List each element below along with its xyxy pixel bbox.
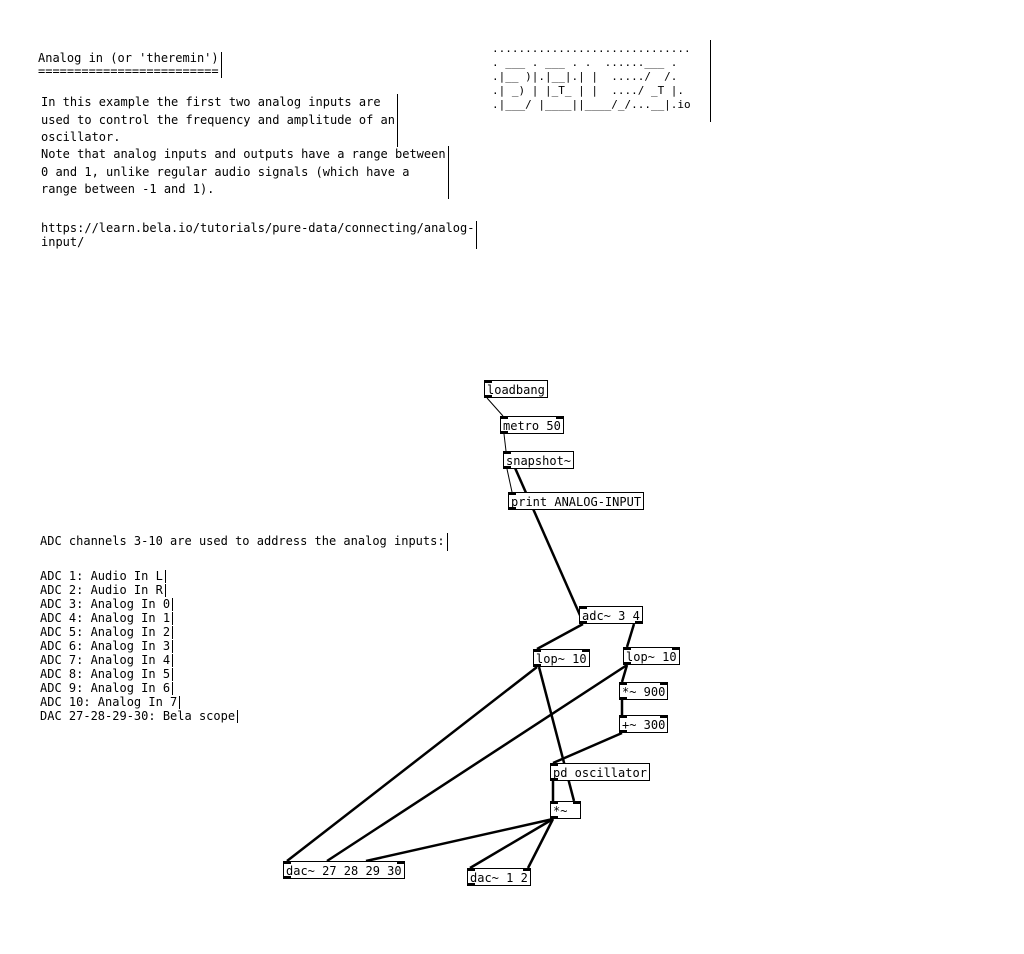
cord-metro-snapshot: [503, 433, 507, 452]
url-comment: https://learn.bela.io/tutorials/pure-dat…: [41, 221, 478, 249]
adc-list-item: ADC 4: Analog In 1: [40, 612, 174, 625]
add300-label: +~ 300: [622, 718, 666, 732]
mul-label: *~: [553, 804, 568, 818]
cord-lop-right-dac28: [326, 663, 628, 863]
dac-scope-label: dac~ 27 28 29 30: [286, 864, 402, 878]
metro-label: metro 50: [503, 419, 561, 433]
adc-header-comment: ADC channels 3-10 are used to address th…: [40, 533, 448, 551]
adc-list-item: ADC 3: Analog In 0: [40, 598, 174, 611]
dac-scope-object[interactable]: dac~ 27 28 29 30: [283, 861, 405, 879]
adc-list-item: ADC 10: Analog In 7: [40, 696, 181, 709]
bela-logo: .............................. . ___ . _…: [492, 42, 691, 111]
cord-adc-lop-right: [625, 623, 636, 648]
adc-list-item: ADC 2: Audio In R: [40, 584, 166, 597]
adc-list-item: ADC 1: Audio In L: [40, 570, 166, 583]
cord-mul-dac-right: [526, 818, 555, 869]
lop-left-object[interactable]: lop~ 10: [533, 649, 590, 667]
adc-list-item: ADC 5: Analog In 2: [40, 626, 174, 639]
cord-lop-left-dac27: [286, 666, 538, 862]
lop-left-label: lop~ 10: [536, 652, 587, 666]
mul900-label: *~ 900: [622, 685, 666, 699]
lop-right-label: lop~ 10: [626, 650, 677, 664]
title-comment: Analog in (or 'theremin') ==============…: [38, 52, 222, 78]
lop-right-object[interactable]: lop~ 10: [623, 647, 680, 665]
dac-out-label: dac~ 1 2: [470, 871, 528, 885]
adc-list-item: ADC 8: Analog In 5: [40, 668, 174, 681]
range-comment: Note that analog inputs and outputs have…: [41, 146, 449, 199]
add300-object[interactable]: +~ 300: [619, 715, 669, 733]
adc-list-item: DAC 27-28-29-30: Bela scope: [40, 710, 239, 723]
adc-list-item: ADC 9: Analog In 6: [40, 682, 174, 695]
metro-object[interactable]: metro 50: [500, 416, 564, 434]
adc-label: adc~ 3 4: [582, 609, 640, 623]
intro-comment: In this example the first two analog inp…: [41, 94, 399, 147]
adc-list: ADC 1: Audio In L ADC 2: Audio In R ADC …: [40, 569, 239, 723]
cord-loadbang-metro: [486, 397, 504, 417]
snapshot-object[interactable]: snapshot~: [503, 451, 575, 469]
print-object[interactable]: print ANALOG-INPUT: [508, 492, 645, 510]
cord-adc-snapshot: [506, 451, 585, 623]
mul900-object[interactable]: *~ 900: [619, 682, 669, 700]
cord-add300-osc: [552, 731, 623, 765]
dac-out-object[interactable]: dac~ 1 2: [467, 868, 531, 886]
loadbang-object[interactable]: loadbang: [484, 380, 548, 398]
cord-adc-lop-left: [536, 622, 584, 651]
cord-mul-dac-left: [469, 817, 554, 870]
adc-list-item: ADC 7: Analog In 4: [40, 654, 174, 667]
oscillator-subpatch[interactable]: pd oscillator: [550, 763, 650, 781]
cord-mul-dac29: [365, 817, 554, 863]
logo-comment-edge: [710, 40, 711, 122]
cord-lop-right-mul900: [620, 664, 629, 683]
cord-snapshot-print: [506, 468, 513, 493]
snapshot-label: snapshot~: [506, 454, 572, 468]
mul-object[interactable]: *~: [550, 801, 581, 819]
adc-object[interactable]: adc~ 3 4: [579, 606, 643, 624]
adc-list-item: ADC 6: Analog In 3: [40, 640, 174, 653]
